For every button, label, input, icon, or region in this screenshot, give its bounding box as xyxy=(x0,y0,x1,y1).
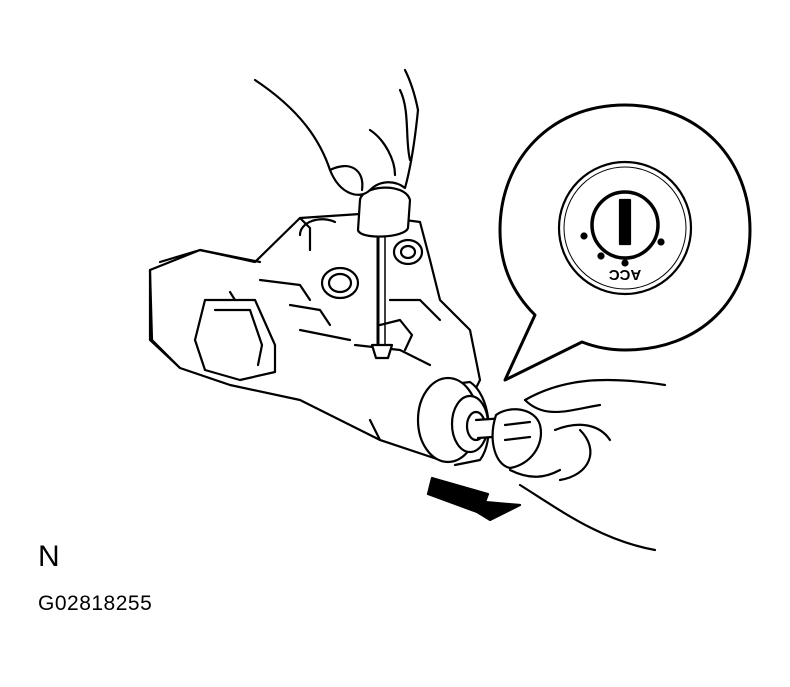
figure-code: G02818255 xyxy=(38,592,153,615)
keyhole-ring xyxy=(590,190,660,260)
cylinder-face xyxy=(557,160,693,296)
position-dot xyxy=(657,238,665,246)
view-letter: N xyxy=(38,540,60,573)
lock-housing xyxy=(148,212,482,462)
key-icon xyxy=(491,408,543,470)
arrow-icon xyxy=(426,476,522,522)
lower-hand-icon xyxy=(508,378,667,552)
position-dot xyxy=(621,259,629,267)
keyhole-slot xyxy=(618,198,632,246)
detail-callout: ACC xyxy=(498,103,752,382)
key-cylinder xyxy=(416,376,509,467)
position-dot xyxy=(580,232,588,240)
position-dot xyxy=(597,252,605,260)
acc-label: ACC xyxy=(609,266,642,283)
screwdriver-icon xyxy=(356,186,412,360)
upper-hand-icon xyxy=(253,68,420,196)
